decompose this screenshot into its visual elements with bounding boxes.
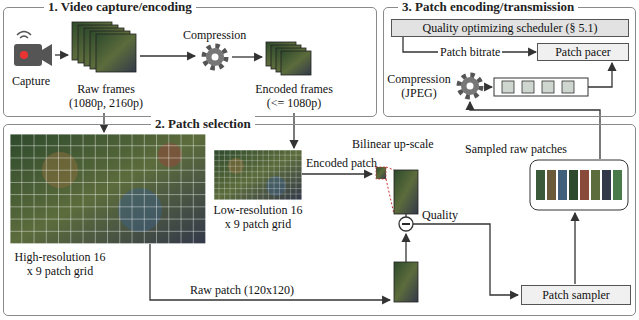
annotation-label: Raw frames (1080p, 2160p) xyxy=(58,82,154,110)
process-box: Quality optimizing scheduler (§ 5.1) xyxy=(391,19,629,37)
sampled-patch xyxy=(536,170,545,200)
flow-arrow xyxy=(140,55,195,56)
flow-arrow xyxy=(103,113,104,132)
queued-patch xyxy=(522,81,534,93)
gear-body xyxy=(206,48,224,66)
upscaled-patch xyxy=(394,170,418,214)
queued-patch xyxy=(502,81,514,93)
annotation-label: Low-resolution 16 x 9 patch grid xyxy=(210,203,306,231)
flow-arrow xyxy=(405,234,406,262)
raw-patch xyxy=(394,262,418,302)
sampled-patch xyxy=(602,170,611,200)
flow-arrow xyxy=(588,63,612,87)
grid-image xyxy=(214,150,302,200)
gear-teeth xyxy=(459,75,481,97)
minus-sign xyxy=(402,223,410,225)
flow-arrow xyxy=(302,173,372,174)
gear-hole xyxy=(212,54,219,61)
box-label: Patch sampler xyxy=(542,288,610,302)
annotation-label: Compression xyxy=(183,28,246,42)
grid-image xyxy=(10,134,206,244)
frame xyxy=(281,51,311,75)
flow-arrow xyxy=(485,86,492,87)
flow-arrow xyxy=(574,213,575,284)
flow-arrow xyxy=(413,224,518,295)
frame xyxy=(96,34,136,72)
grid-lines xyxy=(214,150,302,200)
gear-hole xyxy=(467,83,474,90)
encoded-frame-stack xyxy=(266,42,311,75)
panel-title: 3. Patch encoding/transmission xyxy=(398,0,578,15)
flow-arrow xyxy=(150,244,390,300)
queued-patch xyxy=(562,81,574,93)
annotation-label: Capture xyxy=(12,74,50,88)
box-label: Patch pacer xyxy=(555,45,611,59)
sampled-patch xyxy=(613,170,622,200)
camera-body xyxy=(14,44,42,66)
low-res-grid xyxy=(214,150,302,200)
annotation-label: Sampled raw patches xyxy=(465,142,567,156)
edge-label: Patch bitrate xyxy=(438,45,502,59)
process-box: Patch sampler xyxy=(521,285,631,305)
gear-body xyxy=(461,77,479,95)
panel-title: 2. Patch selection xyxy=(151,116,255,132)
queued-patch xyxy=(542,81,554,93)
signal-arcs xyxy=(17,32,31,39)
patch-queue xyxy=(494,78,588,96)
flow-arrow xyxy=(293,113,294,148)
gear-teeth xyxy=(204,46,226,68)
high-res-grid xyxy=(10,134,206,244)
camera-lens xyxy=(42,44,52,66)
sampled-patch xyxy=(591,170,600,200)
process-box: Patch pacer xyxy=(537,43,629,61)
record-dot xyxy=(20,51,28,59)
camera-icon xyxy=(14,32,52,67)
sampled-patch xyxy=(558,170,567,200)
annotation-label: Quality xyxy=(422,208,458,222)
raw-frame-stack xyxy=(72,22,136,72)
stage-panel: 3. Patch encoding/transmissionQuality op… xyxy=(383,7,636,117)
sampled-patch xyxy=(569,170,578,200)
flow-arrow xyxy=(232,56,262,57)
subtract-node xyxy=(399,217,413,231)
queue-outline xyxy=(494,78,588,96)
annotation-label: High-resolution 16 x 9 patch grid xyxy=(12,250,108,278)
flow-arrow xyxy=(55,54,68,55)
annotation-label: Compression (JPEG) xyxy=(386,72,452,100)
sampled-patch xyxy=(580,170,589,200)
gear-icon xyxy=(459,75,481,97)
annotation-label: Encoded frames (<= 1080p) xyxy=(246,82,342,110)
encoded-patch xyxy=(376,167,386,179)
annotation-label: Encoded patch xyxy=(306,156,377,170)
gear-icon xyxy=(204,46,226,68)
box-label: Quality optimizing scheduler (§ 5.1) xyxy=(423,21,598,35)
annotation-label: Raw patch (120x120) xyxy=(190,283,294,297)
sampled-patch xyxy=(547,170,556,200)
grid-lines xyxy=(10,134,206,244)
upscale-guide xyxy=(386,167,394,214)
sampled-patches xyxy=(530,160,628,210)
patch-group-outline xyxy=(530,160,628,210)
annotation-label: Bilinear up-scale xyxy=(352,137,434,151)
panel-title: 1. Video capture/encoding xyxy=(44,0,196,15)
